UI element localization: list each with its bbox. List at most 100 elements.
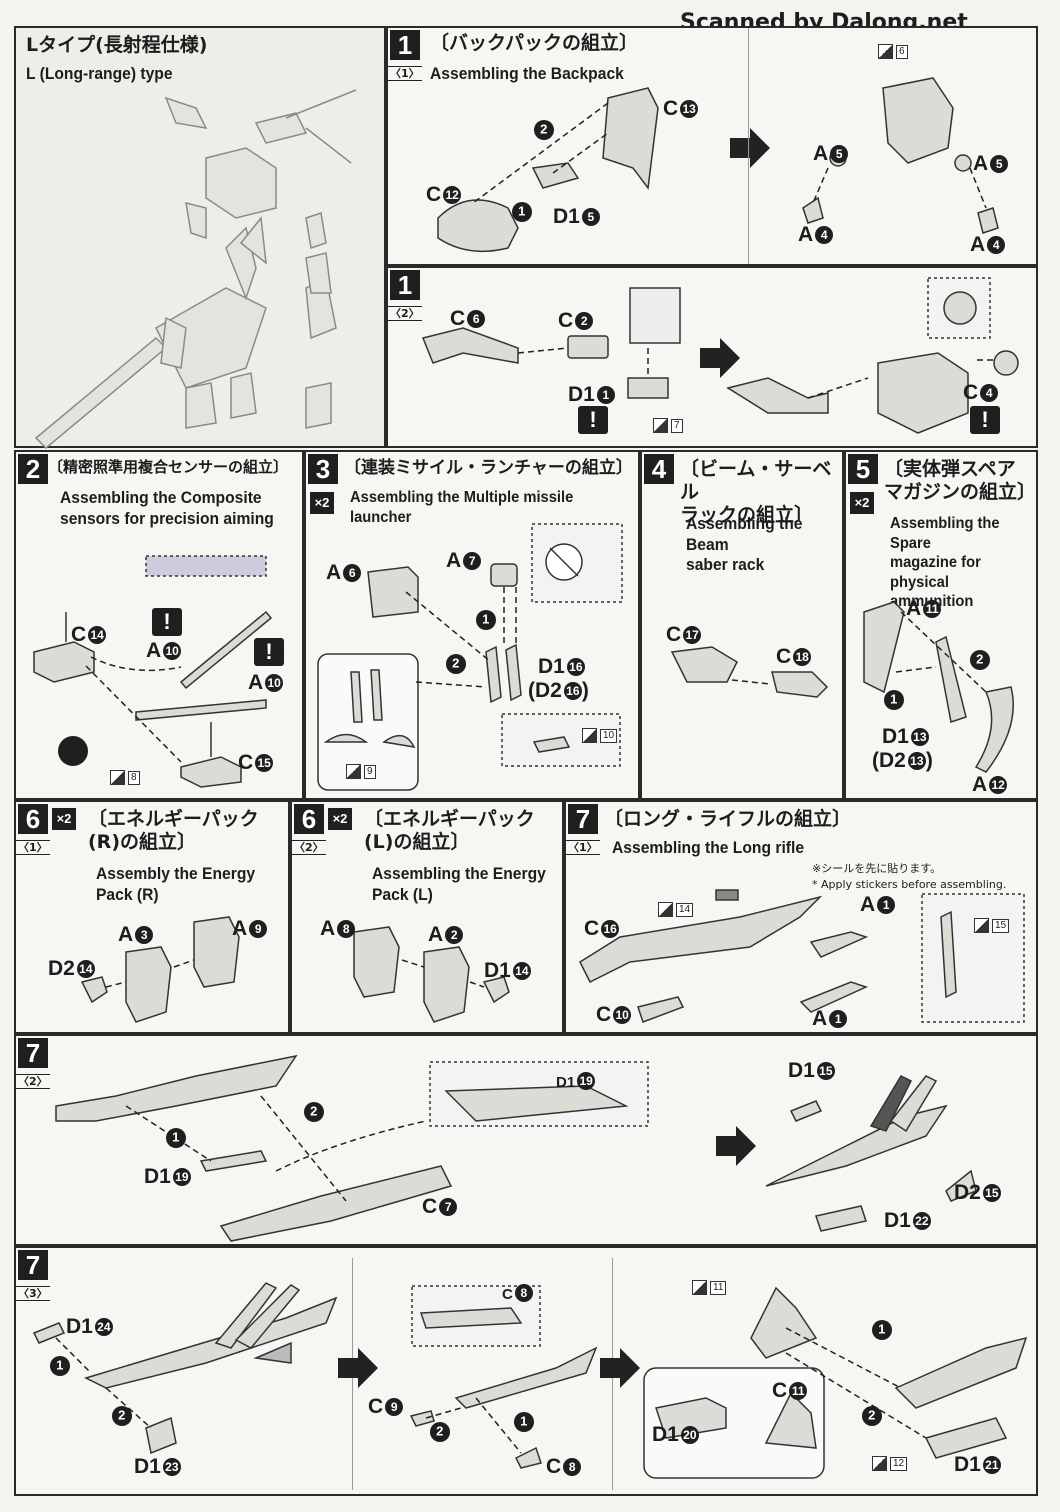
step2-panel: 2 〔精密照準用複合センサーの組立〕 Assembling the Compos… <box>14 450 304 800</box>
step-title-en: Assembling the Backpack <box>430 64 624 83</box>
substep-label: 〈1〉 <box>16 840 50 855</box>
step1-1-panel: 1 〈1〉 〔バックパックの組立〕 Assembling the Backpac… <box>386 26 1038 266</box>
long-rifle-parts-illustration <box>579 889 1025 1023</box>
next-arrow-icon <box>730 128 770 168</box>
step7-1-panel: 7 〈1〉 〔ロング・ライフルの組立〕 Assembling the Long … <box>564 800 1038 1034</box>
step-number: 2 <box>18 454 48 484</box>
intro-title-jp: Lタイプ(長射程仕様) <box>26 34 208 56</box>
step-title-jp: 〔ビーム・サーベル ラックの組立〕 <box>680 458 832 526</box>
sticker-11: 11 <box>692 1280 727 1295</box>
step-title-en: Assembling the Multiple missile launcher <box>350 489 574 526</box>
substep-label: 〈3〉 <box>16 1286 50 1301</box>
step-title-jp: 〔バックパックの組立〕 <box>430 32 639 54</box>
next-arrow-icon <box>600 1348 640 1388</box>
substep-label: 〈2〉 <box>16 1074 50 1089</box>
backpack-parts-illustration <box>437 77 999 253</box>
step-title-en: Assembling the Long rifle <box>612 838 805 857</box>
step-title-jp: 〔ロング・ライフルの組立〕 <box>604 808 852 830</box>
quantity-x2-badge: ×2 <box>328 808 352 830</box>
step-number: 6 <box>294 804 324 834</box>
step-number: 7 <box>18 1250 48 1280</box>
sticker-9: 9 <box>346 764 376 779</box>
step-title-en: Assembling the Spare magazine for physic… <box>890 515 1000 610</box>
sticker-7: 7 <box>653 418 683 433</box>
quantity-x2-badge: ×2 <box>310 492 334 514</box>
step3-panel: 3 ×2 〔連装ミサイル・ランチャーの組立〕 Assembling the Mu… <box>304 450 640 800</box>
step-number: 1 <box>390 30 420 60</box>
step-number: 3 <box>308 454 338 484</box>
step-number: 7 <box>568 804 598 834</box>
dark-circle-icon <box>58 736 88 766</box>
long-rifle-final-illustration <box>32 1282 1028 1479</box>
step-number: 4 <box>644 454 674 484</box>
next-arrow-icon <box>338 1348 378 1388</box>
step-number: 7 <box>18 1038 48 1068</box>
step-title-jp: 〔連装ミサイル・ランチャーの組立〕 <box>344 458 633 478</box>
sticker-10: 10 <box>582 728 618 743</box>
quantity-x2-badge: ×2 <box>850 492 874 514</box>
long-rifle-assembly-illustration <box>55 1054 977 1242</box>
step-number: 5 <box>848 454 878 484</box>
sticker-15: 15 <box>974 918 1010 933</box>
step6-1-panel: 6 ×2 〈1〉 〔エネルギーパック (R)の組立〕 Assembly the … <box>14 800 290 1034</box>
step-title-jp: 〔エネルギーパック (R)の組立〕 <box>88 808 259 853</box>
step-title-jp: 〔実体弾スペア マガジンの組立〕 <box>884 458 1037 503</box>
step5-panel: 5 ×2 〔実体弾スペア マガジンの組立〕 Assembling the Spa… <box>844 450 1038 800</box>
next-arrow-icon <box>700 338 740 378</box>
substep-label: 〈1〉 <box>388 66 422 81</box>
sticker-12: 12 <box>872 1456 908 1471</box>
step-title-en: Assembling the Energy Pack (L) <box>372 864 546 904</box>
step-title-jp: 〔エネルギーパック (L)の組立〕 <box>364 808 535 853</box>
substep-label: 〈2〉 <box>388 306 422 321</box>
energy-pack-l-illustration <box>353 926 510 1023</box>
step6-2-panel: 6 ×2 〈2〉 〔エネルギーパック (L)の組立〕 Assembling th… <box>290 800 564 1034</box>
sticker-note-jp: ※シールを先に貼ります。 <box>812 862 942 875</box>
caution-icon: ! <box>152 608 182 636</box>
step-number: 1 <box>390 270 420 300</box>
energy-pack-r-illustration <box>80 916 240 1023</box>
step-title-en: Assembling the Composite sensors for pre… <box>60 488 274 528</box>
intro-exploded-illustration <box>34 89 357 450</box>
intro-title-en: L (Long-range) type <box>26 64 173 83</box>
caution-icon: ! <box>970 406 1000 434</box>
sticker-14: 14 <box>658 902 694 917</box>
quantity-x2-badge: ×2 <box>52 808 76 830</box>
step4-panel: 4 〔ビーム・サーベル ラックの組立〕 Assembling the Beam … <box>640 450 844 800</box>
step-number: 6 <box>18 804 48 834</box>
